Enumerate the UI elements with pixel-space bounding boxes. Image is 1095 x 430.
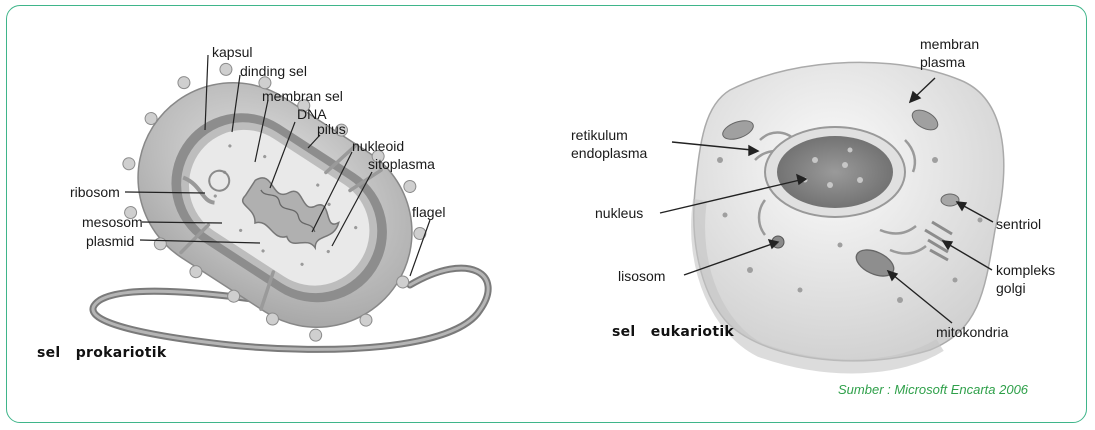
label-retikulum-line2: endoplasma <box>571 145 647 161</box>
caption-eukaryote: sel eukariotik <box>612 324 734 340</box>
label-kapsul: kapsul <box>212 44 252 60</box>
label-kompleks-line1: kompleks <box>996 262 1055 278</box>
label-lisosom: lisosom <box>618 268 665 284</box>
label-mesosom: mesosom <box>82 214 143 230</box>
label-kompleks-line2: golgi <box>996 280 1026 296</box>
source-credit: Sumber : Microsoft Encarta 2006 <box>838 382 1028 397</box>
label-dna: DNA <box>297 106 327 122</box>
label-pilus: pilus <box>317 121 346 137</box>
caption-prokaryote: sel prokariotik <box>37 345 166 361</box>
label-sitoplasma: sitoplasma <box>368 156 435 172</box>
eukaryote-illustration <box>694 62 1004 366</box>
label-plasmid: plasmid <box>86 233 134 249</box>
label-sentriol: sentriol <box>996 216 1041 232</box>
label-retikulum-line1: retikulum <box>571 127 628 143</box>
label-ribosom: ribosom <box>70 184 120 200</box>
label-membran-plasma-line2: plasma <box>920 54 965 70</box>
label-flagel: flagel <box>412 204 445 220</box>
label-nukleus: nukleus <box>595 205 643 221</box>
label-mitokondria: mitokondria <box>936 324 1008 340</box>
centriole-shape <box>941 194 959 206</box>
label-dinding-sel: dinding sel <box>240 63 307 79</box>
label-membran-plasma-line1: membran <box>920 36 979 52</box>
label-nukleoid: nukleoid <box>352 138 404 154</box>
label-membran-sel: membran sel <box>262 88 343 104</box>
